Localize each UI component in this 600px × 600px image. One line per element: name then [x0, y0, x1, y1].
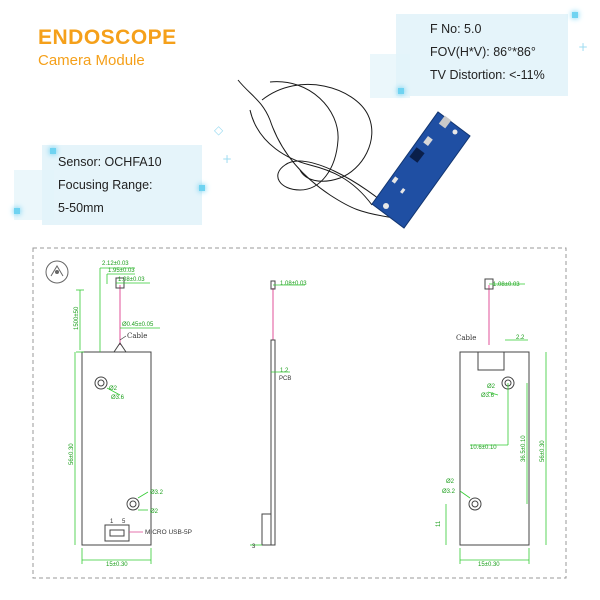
mounting-hole — [126, 497, 140, 511]
pcb-profile — [270, 339, 276, 546]
usb-connector — [104, 524, 130, 542]
dim-right-hole-1b: Ø3.6 — [481, 393, 495, 399]
dim-height: 56±0.30 — [69, 443, 75, 465]
dim-right-hole-1a: Ø2 — [487, 384, 496, 390]
side-view — [250, 280, 305, 546]
dim-right-mid: 10.6±0.10 — [470, 445, 497, 451]
specs-left-panel-shadow — [14, 170, 54, 220]
dim-width: 15±0.30 — [106, 562, 128, 568]
dim-cable-length: 1500±50 — [74, 306, 80, 330]
dim-right-hole-2b: Ø3.2 — [442, 489, 456, 495]
pcb-label: PCB — [279, 376, 291, 382]
spec-tv-distortion: TV Distortion: <-11% — [430, 68, 545, 82]
dim-2-2: 2.2 — [516, 335, 525, 341]
mounting-hole — [468, 497, 482, 511]
spec-sensor: Sensor: OCHFA10 — [58, 155, 162, 169]
dim-right-width: 15±0.30 — [478, 562, 500, 568]
mounting-hole — [94, 376, 108, 390]
pcb-board-icon — [371, 111, 471, 229]
glow-dot — [50, 148, 56, 154]
dim-hole-2a: Ø3.2 — [150, 490, 164, 496]
glow-dot — [398, 88, 404, 94]
glow-dot — [199, 185, 205, 191]
usb-label: MICRO USB-5P — [145, 529, 192, 536]
dim-left-top-2: 1.95±0.03 — [108, 268, 135, 274]
glow-dot — [572, 12, 578, 18]
glow-dot — [14, 208, 20, 214]
dim-right-top: 1.08±0.03 — [493, 282, 520, 288]
product-subtitle: Camera Module — [38, 52, 145, 69]
dim-side-top: 1.08±0.03 — [280, 281, 307, 287]
dim-left-top-3: 1.08±0.03 — [118, 277, 145, 283]
spec-fov: FOV(H*V): 86°*86° — [430, 45, 536, 59]
pin-1-label: 1 — [110, 519, 114, 525]
specs-left-panel — [42, 145, 202, 225]
dim-right-v1: 36.5±0.10 — [521, 435, 527, 462]
projection-symbol-icon — [45, 260, 69, 284]
cable-label-left: Cable — [127, 332, 147, 340]
dim-cable-diameter: Ø0.45±0.05 — [122, 322, 154, 328]
dim-hole-1a: Ø2 — [109, 386, 118, 392]
spec-focusing-range-value: 5-50mm — [58, 201, 104, 215]
specs-right-panel — [396, 14, 568, 96]
spec-focusing-range-label: Focusing Range: — [58, 178, 153, 192]
product-title: ENDOSCOPE — [38, 26, 177, 49]
plus-icon: ◇ — [214, 123, 224, 137]
dim-hole-2b: Ø2 — [150, 509, 159, 515]
left-view — [74, 267, 160, 564]
dim-side-bottom: 3 — [252, 544, 256, 550]
dim-right-hole-2a: Ø2 — [446, 479, 455, 485]
dim-right-v2: 56±0.30 — [540, 440, 546, 462]
right-view — [445, 278, 547, 564]
usb-profile — [261, 513, 272, 546]
plus-icon: + — [222, 152, 233, 166]
dim-hole-1b: Ø3.6 — [111, 395, 125, 401]
plus-icon: + — [578, 40, 589, 54]
dim-left-top-1: 2.12±0.03 — [102, 261, 129, 267]
dim-11: 11 — [436, 520, 442, 527]
dim-side-thickness: 1.2 — [280, 368, 289, 374]
cable-label-right: Cable — [456, 334, 476, 342]
spec-f-number: F No: 5.0 — [430, 22, 482, 36]
connector-pads — [477, 351, 505, 371]
pin-5-label: 5 — [122, 519, 126, 525]
board-outline — [81, 351, 152, 546]
drawing-frame — [32, 247, 567, 579]
